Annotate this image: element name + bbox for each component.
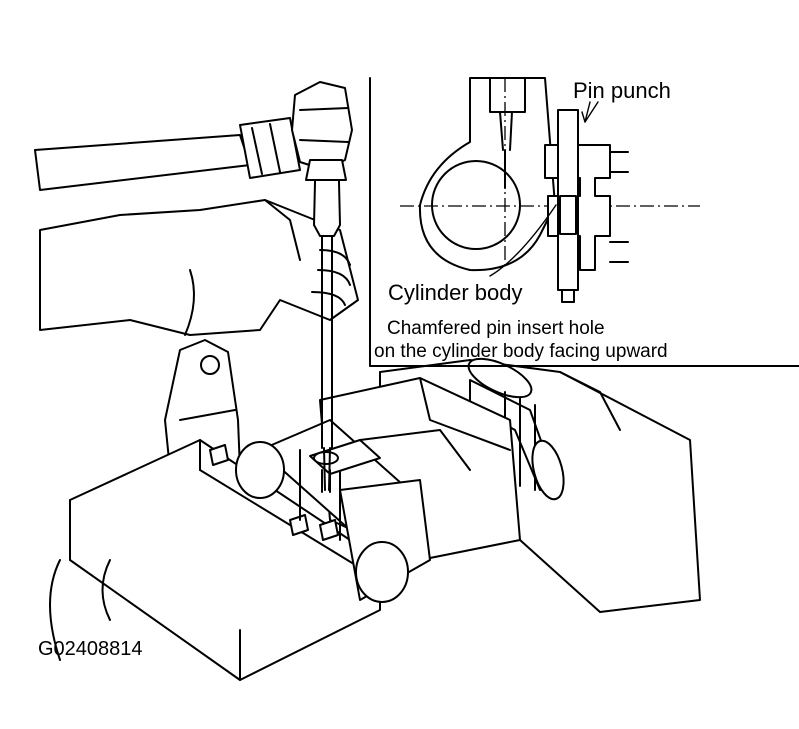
vise-and-cylinder-assembly — [49, 339, 701, 681]
inset-detail: Pin punch Cylinder body Chamfered pin in… — [369, 77, 799, 367]
cylinder-body-label: Cylinder body — [388, 280, 523, 305]
cylinder-cross-section — [418, 77, 556, 272]
pin-punch-leader — [584, 101, 599, 123]
pin-punch-arrow — [581, 101, 591, 123]
figure-id: G02408814 — [38, 638, 143, 660]
cylinder-body-leader — [489, 204, 557, 277]
note-line-2: on the cylinder body facing upward — [374, 341, 668, 362]
pin-punch-label: Pin punch — [573, 78, 671, 103]
inset-pin-punch — [557, 109, 579, 303]
note-line-1: Chamfered pin insert hole — [387, 318, 605, 339]
hammer — [34, 81, 353, 191]
hand — [39, 199, 359, 336]
